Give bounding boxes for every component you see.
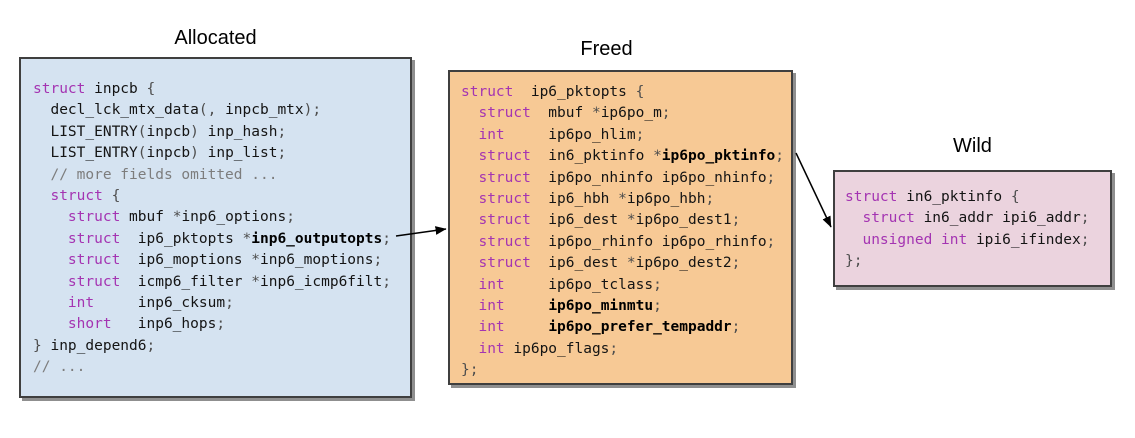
code-line: }; <box>845 253 863 270</box>
code-line: unsigned int ipi6_ifindex; <box>845 231 1090 248</box>
code-line: struct ip6_moptions *inp6_moptions; <box>33 252 383 269</box>
code-line: struct in6_pktinfo *ip6po_pktinfo; <box>461 148 785 165</box>
code-line: LIST_ENTRY(inpcb) inp_list; <box>33 145 287 162</box>
code-line: int ip6po_tclass; <box>461 276 662 293</box>
code-line: int ip6po_hlim; <box>461 126 645 143</box>
code-line: decl_lck_mtx_data(, inpcb_mtx); <box>33 102 322 119</box>
code-line: struct icmp6_filter *inp6_icmp6filt; <box>33 273 391 290</box>
allocated-box-title: Allocated <box>174 27 257 49</box>
code-line: } inp_depend6; <box>33 337 156 354</box>
code-line: // ... <box>33 359 86 376</box>
freed-struct-box: struct ip6_pktopts { struct mbuf *ip6po_… <box>448 70 793 385</box>
code-line: struct ip6po_nhinfo ip6po_nhinfo; <box>461 169 776 186</box>
freed-box-title: Freed <box>580 38 633 60</box>
code-line: struct in6_addr ipi6_addr; <box>845 210 1090 227</box>
allocated-struct-code: struct inpcb { decl_lck_mtx_data(, inpcb… <box>21 59 410 379</box>
code-line: // more fields omitted ... <box>33 166 278 183</box>
code-line: int inp6_cksum; <box>33 295 234 312</box>
code-line: struct ip6_dest *ip6po_dest2; <box>461 255 741 272</box>
code-line: int ip6po_flags; <box>461 340 619 357</box>
code-line: struct ip6_pktopts *inp6_outputopts; <box>33 230 391 247</box>
code-line: struct mbuf *ip6po_m; <box>461 105 671 122</box>
code-line: struct mbuf *inp6_options; <box>33 209 295 226</box>
code-line: int ip6po_minmtu; <box>461 298 662 315</box>
code-line: struct ip6_hbh *ip6po_hbh; <box>461 191 715 208</box>
wild-struct-box: struct in6_pktinfo { struct in6_addr ipi… <box>833 170 1112 287</box>
code-line: struct ip6po_rhinfo ip6po_rhinfo; <box>461 233 776 250</box>
code-line: struct in6_pktinfo { <box>845 189 1020 205</box>
freed-struct-code: struct ip6_pktopts { struct mbuf *ip6po_… <box>450 72 791 382</box>
code-line: short inp6_hops; <box>33 316 226 333</box>
code-line: struct ip6_pktopts { <box>461 84 645 100</box>
arrow-ip6po-pktinfo-to-wild <box>795 152 832 228</box>
code-line: LIST_ENTRY(inpcb) inp_hash; <box>33 123 287 140</box>
wild-struct-code: struct in6_pktinfo { struct in6_addr ipi… <box>835 172 1110 273</box>
code-line: struct { <box>33 188 121 205</box>
code-line: }; <box>461 362 479 379</box>
wild-box-title: Wild <box>953 135 992 157</box>
code-line: struct inpcb { <box>33 81 156 97</box>
code-line: int ip6po_prefer_tempaddr; <box>461 319 741 336</box>
allocated-struct-box: struct inpcb { decl_lck_mtx_data(, inpcb… <box>19 57 412 398</box>
code-line: struct ip6_dest *ip6po_dest1; <box>461 212 741 229</box>
